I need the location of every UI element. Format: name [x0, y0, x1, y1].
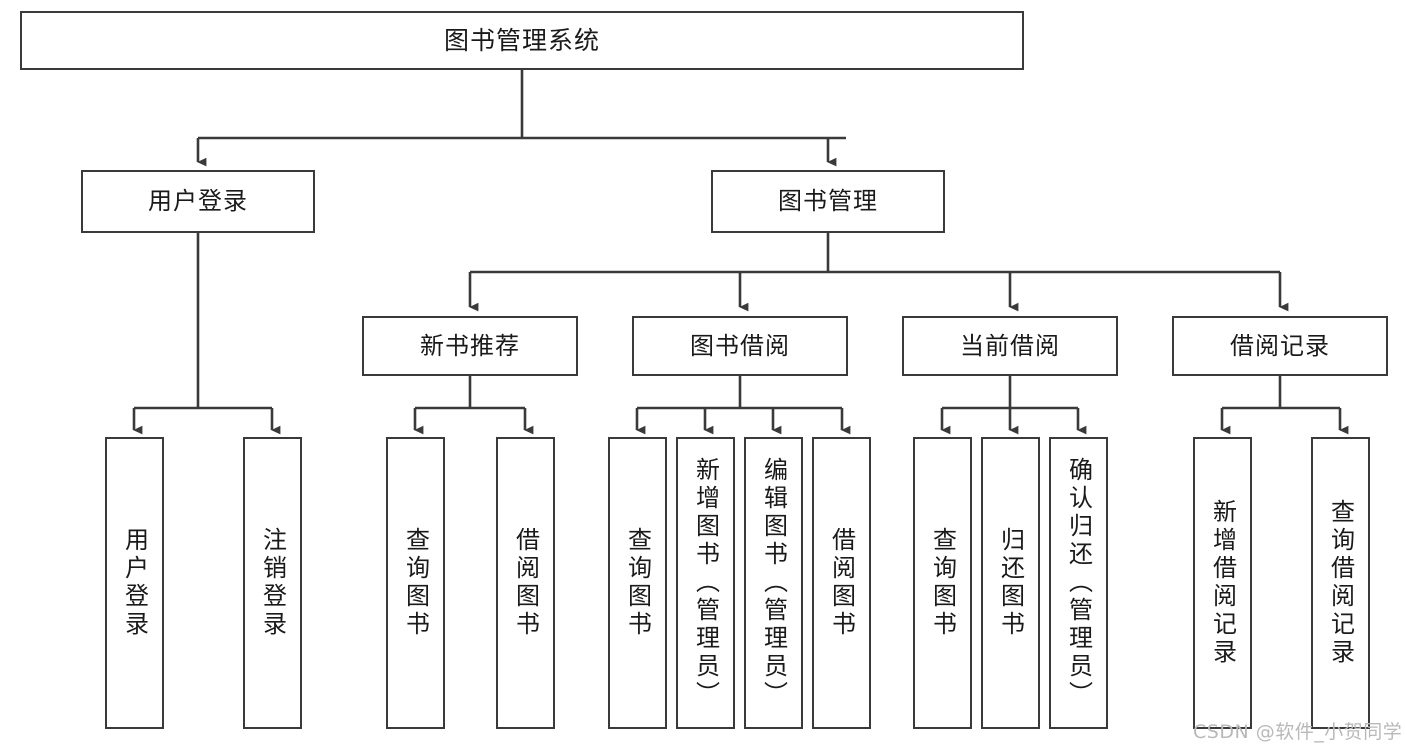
- node-root-label: 图书管理系统: [443, 25, 600, 55]
- node-book-borrow-label: 图书借阅: [690, 331, 790, 360]
- leaf-label: 查询图书: [928, 527, 957, 639]
- leaf-label: 归还图书: [996, 527, 1025, 639]
- leaf-borrow-borrow-book[interactable]: 借阅图书: [812, 437, 871, 729]
- leaf-recommend-borrow-book[interactable]: 借阅图书: [496, 437, 555, 729]
- leaf-label: 借阅图书: [827, 527, 856, 639]
- node-borrow-record-label: 借阅记录: [1230, 331, 1330, 360]
- leaf-borrow-query-book[interactable]: 查询图书: [608, 437, 667, 729]
- node-new-book-recommend-label: 新书推荐: [420, 331, 520, 360]
- leaf-label: 用户登录: [120, 527, 149, 639]
- leaf-current-confirm-return[interactable]: 确认归还（管理员）: [1049, 437, 1108, 729]
- leaf-label: 注销登录: [258, 527, 287, 639]
- leaf-label: 新增借阅记录: [1208, 499, 1237, 667]
- leaf-recommend-query-book[interactable]: 查询图书: [386, 437, 445, 729]
- leaf-user-login-login[interactable]: 用户登录: [105, 437, 164, 729]
- leaf-label: 借阅图书: [511, 527, 540, 639]
- leaf-label: 编辑图书（管理员）: [759, 457, 788, 709]
- leaf-label: 确认归还（管理员）: [1064, 457, 1093, 709]
- leaf-label: 查询借阅记录: [1326, 499, 1355, 667]
- node-new-book-recommend[interactable]: 新书推荐: [362, 316, 578, 376]
- leaf-borrow-add-book[interactable]: 新增图书（管理员）: [676, 437, 735, 729]
- node-borrow-record[interactable]: 借阅记录: [1172, 316, 1388, 376]
- node-user-login-label: 用户登录: [148, 187, 248, 216]
- leaf-record-add-record[interactable]: 新增借阅记录: [1193, 437, 1252, 729]
- leaf-current-return-book[interactable]: 归还图书: [981, 437, 1040, 729]
- leaf-label: 查询图书: [401, 527, 430, 639]
- leaf-record-query-record[interactable]: 查询借阅记录: [1311, 437, 1370, 729]
- node-current-borrow[interactable]: 当前借阅: [902, 316, 1118, 376]
- node-book-management-label: 图书管理: [778, 187, 878, 216]
- watermark-text: CSDN @软件_小贺同学: [1193, 721, 1403, 743]
- node-book-management[interactable]: 图书管理: [711, 170, 945, 233]
- leaf-label: 查询图书: [623, 527, 652, 639]
- leaf-label: 新增图书（管理员）: [691, 457, 720, 709]
- node-current-borrow-label: 当前借阅: [960, 331, 1060, 360]
- leaf-current-query-book[interactable]: 查询图书: [913, 437, 972, 729]
- node-root[interactable]: 图书管理系统: [20, 11, 1024, 70]
- leaf-borrow-edit-book[interactable]: 编辑图书（管理员）: [744, 437, 803, 729]
- leaf-user-login-logout[interactable]: 注销登录: [243, 437, 302, 729]
- node-book-borrow[interactable]: 图书借阅: [632, 316, 848, 376]
- node-user-login[interactable]: 用户登录: [81, 170, 315, 233]
